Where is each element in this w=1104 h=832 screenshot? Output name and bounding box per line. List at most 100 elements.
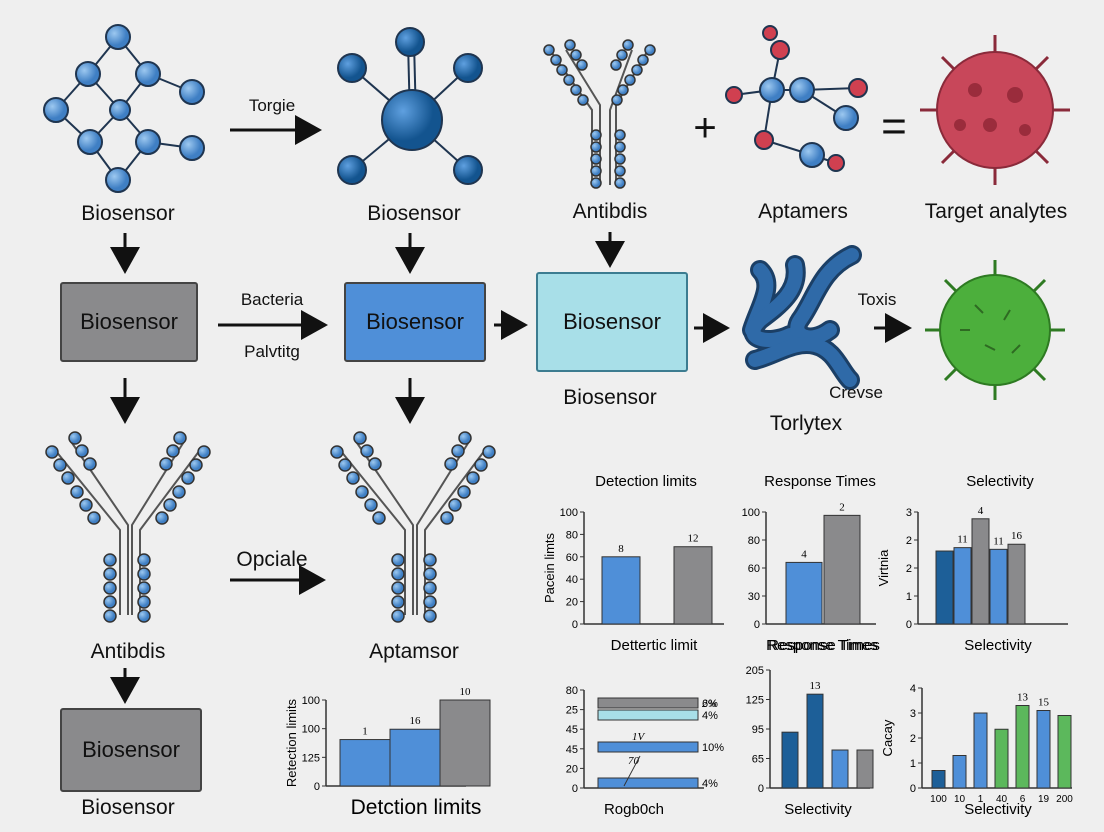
- c4-bar-label: 1: [362, 726, 368, 738]
- c3-bar-label: 4: [978, 505, 984, 517]
- c1-ytick-label: 100: [560, 507, 578, 519]
- c4-ylabel: Retection limits: [284, 698, 299, 787]
- c2-ytick-label: 100: [742, 507, 760, 519]
- c2-bar-label: 2: [839, 501, 845, 513]
- c3-bar-label: 16: [1011, 530, 1023, 542]
- c7-bar-label: 13: [1017, 692, 1029, 704]
- c7-ytick-label: 1: [910, 758, 916, 770]
- star-molecule-icon: [337, 27, 483, 185]
- aptamer-molecule-icon: [725, 25, 868, 172]
- c6-bar: [806, 693, 824, 789]
- biosensor-caption-cyan: Biosensor: [563, 386, 657, 409]
- c5-ytick-label: 45: [566, 724, 578, 736]
- c7-xtick-label: 200: [1056, 794, 1073, 805]
- c6-bar: [781, 731, 799, 789]
- c3-ytick-label: 3: [906, 507, 912, 519]
- bacteria-icon: [742, 245, 862, 390]
- arrow-label-bacteria: Bacteria: [240, 290, 304, 309]
- c2-ytick-label: 0: [754, 619, 760, 631]
- biosensor-box-grey: Biosensor: [60, 282, 198, 362]
- c1-ytick-label: 80: [566, 529, 578, 541]
- c3-ytick-label: 1: [906, 591, 912, 603]
- c1-ytick-label: 40: [566, 574, 578, 586]
- c3-bar-label: 11: [957, 534, 968, 546]
- c7-xtick-label: 100: [930, 794, 947, 805]
- c1-bar-label: 8: [618, 543, 624, 555]
- red-virus-icon: [920, 35, 1070, 185]
- c2-ytick-label: 60: [748, 563, 760, 575]
- c1-title: Detection limits: [595, 473, 697, 490]
- c5-hbar-label: 6%: [702, 698, 718, 710]
- c6-bar: [856, 749, 874, 789]
- c7-xtick-label: 19: [1038, 794, 1050, 805]
- c5-ytick-label: 0: [572, 783, 578, 795]
- antibody-label-top: Antibdis: [572, 200, 648, 223]
- c5-ytick-label: 20: [566, 763, 578, 775]
- c5-hbar-label: 4%: [702, 710, 718, 722]
- arrow-label-opciale: Opciale: [236, 548, 308, 571]
- c5-hbar-label: 4%: [702, 778, 718, 790]
- c5-hbar: [597, 777, 699, 789]
- c2-bar: [823, 514, 861, 625]
- equals-sign: =: [881, 102, 907, 151]
- c4-ytick-label: 100: [302, 695, 320, 707]
- c7-bar: [1036, 710, 1051, 789]
- plus-sign: +: [693, 106, 717, 150]
- c1-bar: [601, 556, 641, 625]
- c4-bar-label: 10: [460, 686, 472, 698]
- c3-bar-label: 11: [993, 535, 1004, 547]
- aptamsor-caption: Aptamsor: [369, 640, 459, 663]
- c6-ytick-label: 205: [746, 665, 764, 677]
- c5-hbar: [597, 741, 699, 753]
- c7-ytick-label: 3: [910, 708, 916, 720]
- c5-annotation: 1V: [632, 731, 646, 743]
- bacteria-label-toxis: Toxis: [857, 290, 897, 309]
- arrow-label-palvtitg: Palvtitg: [244, 342, 300, 361]
- biosensor-box-lower: Biosensor: [60, 708, 202, 792]
- c6-bar-label: 13: [810, 680, 822, 692]
- c4-bar: [439, 699, 491, 787]
- biosensor-label-1: Biosensor: [81, 202, 175, 225]
- c1-ytick-label: 20: [566, 597, 578, 609]
- c3-title: Selectivity: [966, 473, 1034, 490]
- c1-xlabel: Dettertic limit: [611, 637, 699, 654]
- antibody-large-right-icon: [330, 431, 496, 623]
- c7-bar: [1057, 715, 1072, 789]
- arrow-label-torgie: Torgie: [248, 96, 296, 115]
- c4-bar: [339, 739, 391, 787]
- c3-bar: [935, 550, 954, 625]
- c5-hbar-label: 10%: [702, 742, 724, 754]
- c1-ytick-label: 60: [566, 552, 578, 564]
- c5-ytick-label: 80: [566, 685, 578, 697]
- biosensor-label-2: Biosensor: [367, 202, 461, 225]
- c7-xtick-label: 40: [996, 794, 1008, 805]
- c3-bar: [953, 547, 972, 625]
- c3-bar: [971, 518, 990, 625]
- bacteria-caption: Torlytex: [769, 412, 843, 435]
- c4-ytick-label: 0: [314, 781, 320, 793]
- c5-ytick-label: 45: [566, 744, 578, 756]
- c5-hbar: [597, 709, 699, 721]
- c3-bar: [989, 548, 1008, 625]
- c3-ytick-label: 2: [906, 535, 912, 547]
- c1-ylabel: Pacein limts: [542, 532, 557, 603]
- c5-annotation: 2%: [702, 698, 717, 710]
- c7-bar: [952, 755, 967, 789]
- c7-xlabel: Selectivity: [964, 801, 1032, 818]
- c7-bar: [994, 728, 1009, 789]
- green-virus-icon: [925, 260, 1065, 400]
- c4-bar-label: 16: [410, 715, 422, 727]
- c2-xlabel: Response Times: [768, 637, 880, 654]
- target-analytes-label: Target analytes: [924, 200, 1068, 223]
- c6-bar: [831, 749, 849, 789]
- c5-hbar: [597, 697, 699, 709]
- c7-bar: [1015, 705, 1030, 789]
- bacteria-label-crevse: Crevse: [829, 383, 883, 402]
- antibody-large-left-icon: [45, 431, 211, 623]
- c7-xtick-label: 6: [1020, 794, 1026, 805]
- c3-bar: [1007, 543, 1026, 625]
- c6-ytick-label: 95: [752, 724, 764, 736]
- c2-ytick-label: 30: [748, 591, 760, 603]
